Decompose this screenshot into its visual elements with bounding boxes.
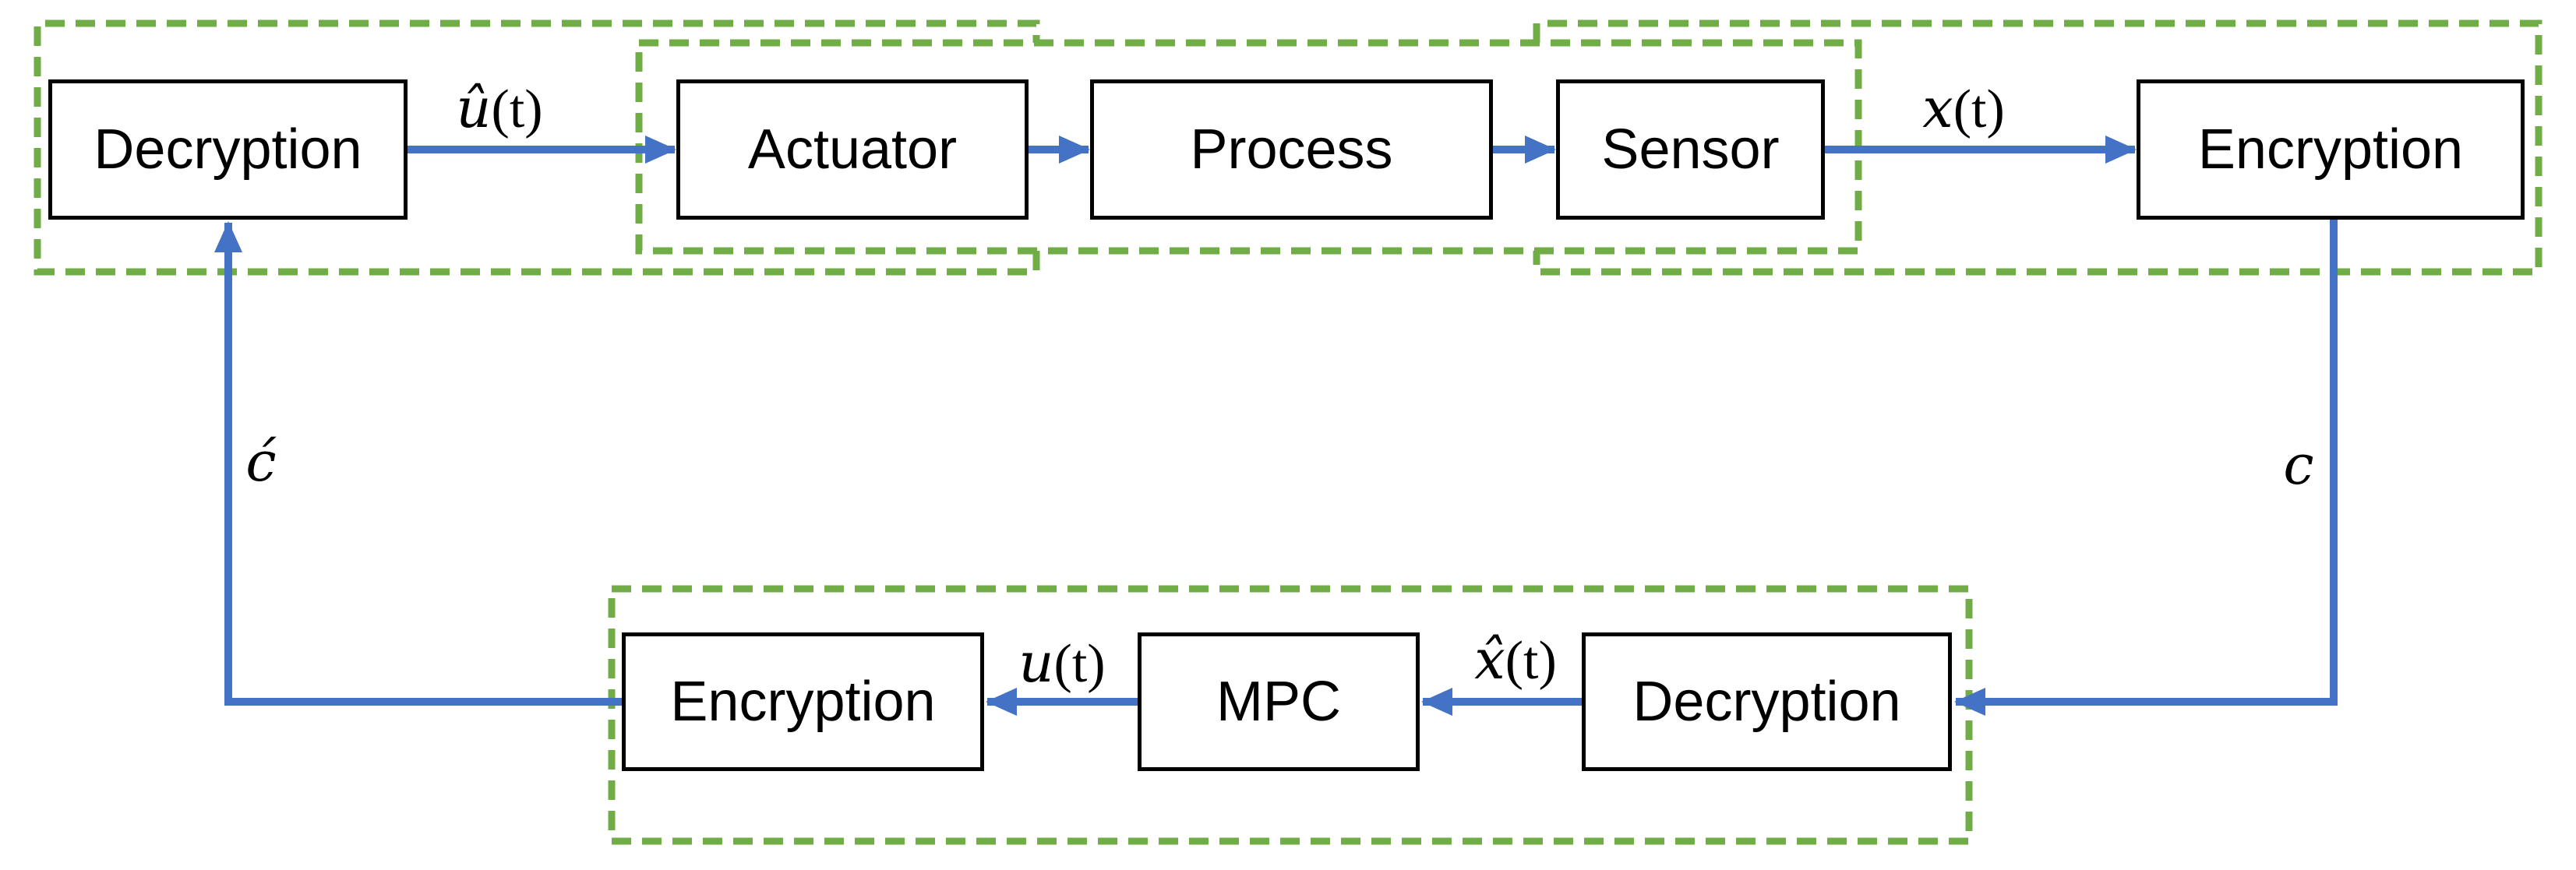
node-decryption-bottom-label: Decryption (1632, 671, 1901, 733)
signal-label-uhat-t: û(t) (456, 76, 543, 140)
node-encryption-bottom-label: Encryption (670, 671, 936, 733)
signal-label-cacute: ć (245, 430, 277, 494)
node-encryption-bottom: Encryption (622, 632, 984, 771)
node-mpc-label: MPC (1216, 671, 1341, 733)
node-decryption-top-label: Decryption (94, 118, 362, 181)
group-actuator-side-dashed-box (34, 19, 1040, 276)
group-plant-dashed-box (635, 39, 1862, 255)
node-process: Process (1090, 79, 1493, 220)
node-sensor-label: Sensor (1601, 118, 1780, 181)
signal-label-x-t: x(t) (1922, 76, 2005, 140)
node-encryption-top-label: Encryption (2197, 118, 2464, 181)
node-encryption-top: Encryption (2137, 79, 2525, 220)
node-actuator: Actuator (676, 79, 1029, 220)
node-decryption-bottom: Decryption (1582, 632, 1952, 771)
node-decryption-top: Decryption (48, 79, 408, 220)
group-controller-dashed-box (608, 585, 1973, 845)
arrow-cacute-encryption-to-top-decryption (214, 221, 622, 706)
group-sensor-side-dashed-box (1533, 19, 2542, 276)
node-sensor: Sensor (1556, 79, 1825, 220)
node-process-label: Process (1190, 118, 1393, 181)
arrow-c-encryption-to-bottom-decryption (1954, 220, 2338, 716)
signal-label-u-t: u(t) (1018, 631, 1106, 695)
signal-label-c: c (2283, 433, 2314, 497)
signal-label-xhat-t: x̂(t) (1474, 628, 1557, 692)
node-actuator-label: Actuator (747, 118, 958, 181)
node-mpc: MPC (1138, 632, 1420, 771)
